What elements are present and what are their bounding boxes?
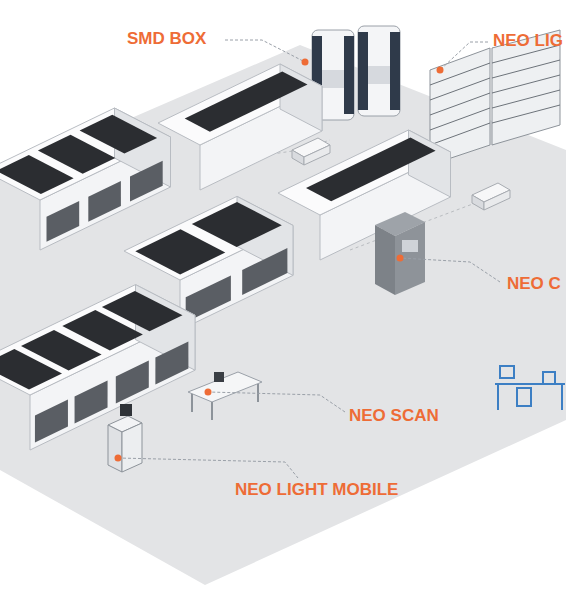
smd-box-towers (312, 26, 400, 120)
callout-label: SMD BOX (127, 29, 206, 49)
kiosk (375, 212, 425, 295)
callout-label: NEO C (507, 274, 561, 294)
agv (292, 138, 330, 165)
callout-label: NEO SCAN (349, 406, 439, 426)
agv (472, 183, 510, 210)
mobile-cart (108, 404, 142, 472)
neo-light-racks (430, 30, 560, 165)
leader-line (118, 40, 500, 478)
workstation-icon (495, 366, 565, 410)
reflow-oven (158, 64, 322, 190)
callout-label: NEO LIGHT MOBILE (235, 480, 398, 500)
scan-desk (188, 372, 262, 420)
placement-machines (0, 285, 195, 450)
callout-label: NEO LIG (493, 31, 563, 51)
leader-dot (115, 59, 444, 462)
placement-machines (0, 108, 171, 250)
